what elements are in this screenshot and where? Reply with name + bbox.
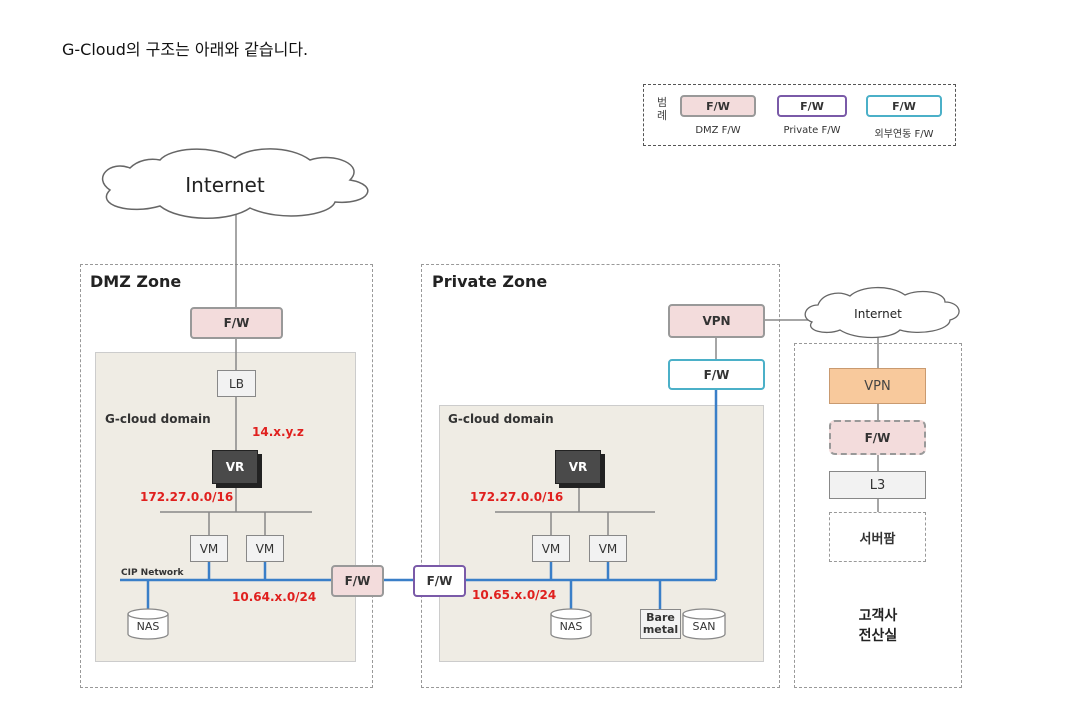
dmz-zone — [80, 264, 373, 688]
bare-metal-server: Bare metal — [640, 609, 681, 639]
dmz-public-ip: 14.x.y.z — [252, 425, 304, 439]
external-firewall: F/W — [668, 359, 765, 390]
legend-external-fw-caption: 외부연동 F/W — [874, 129, 934, 140]
private-subnet: 172.27.0.0/16 — [470, 490, 564, 504]
dmz-virtual-router: VR — [212, 450, 258, 484]
customer-vpn: VPN — [829, 368, 926, 404]
dmz-zone-title: DMZ Zone — [90, 272, 182, 291]
legend — [643, 84, 956, 146]
internet-cloud-main-label: Internet — [185, 173, 265, 197]
legend-dmz-fw-caption: DMZ F/W — [695, 125, 741, 136]
cip-network-label: CIP Network — [121, 568, 184, 578]
customer-server-farm: 서버팜 — [829, 512, 926, 562]
dmz-domain-title: G-cloud domain — [105, 412, 211, 426]
san-cylinder — [682, 608, 726, 640]
legend-private-fw-caption: Private F/W — [783, 125, 841, 136]
internet-cloud-small — [804, 286, 960, 339]
load-balancer: LB — [217, 370, 256, 397]
dmz-nas-cylinder — [127, 608, 169, 640]
private-link-firewall: F/W — [413, 565, 466, 597]
private-virtual-router: VR — [555, 450, 601, 484]
page-heading: G-Cloud의 구조는 아래와 같습니다. — [62, 40, 309, 59]
dmz-link-firewall: F/W — [331, 565, 384, 597]
dmz-subnet: 172.27.0.0/16 — [140, 490, 234, 504]
customer-l3-switch: L3 — [829, 471, 926, 499]
private-nas-cylinder — [550, 608, 592, 640]
private-nas-label: NAS — [559, 619, 583, 633]
private-cip-subnet: 10.65.x.0/24 — [472, 588, 557, 602]
private-vm-1: VM — [532, 535, 570, 562]
private-domain-title: G-cloud domain — [448, 412, 554, 426]
private-zone — [421, 264, 780, 688]
legend-private-fw-box: F/W — [777, 95, 847, 117]
dmz-vm-2: VM — [246, 535, 284, 562]
legend-dmz-fw-box: F/W — [680, 95, 756, 117]
dmz-vm-1: VM — [190, 535, 228, 562]
private-zone-title: Private Zone — [432, 272, 548, 291]
customer-datacenter-label: 고객사 전산실 — [858, 608, 898, 644]
legend-external-fw-box: F/W — [866, 95, 942, 117]
private-vpn: VPN — [668, 304, 765, 338]
san-label: SAN — [692, 619, 716, 633]
customer-firewall: F/W — [829, 420, 926, 455]
dmz-firewall: F/W — [190, 307, 283, 339]
internet-cloud-main — [101, 148, 369, 219]
private-vm-2: VM — [589, 535, 627, 562]
dmz-cip-subnet: 10.64.x.0/24 — [232, 590, 317, 604]
dmz-nas-label: NAS — [136, 619, 160, 633]
legend-label: 범례 — [656, 96, 668, 122]
internet-cloud-small-label: Internet — [854, 307, 902, 321]
